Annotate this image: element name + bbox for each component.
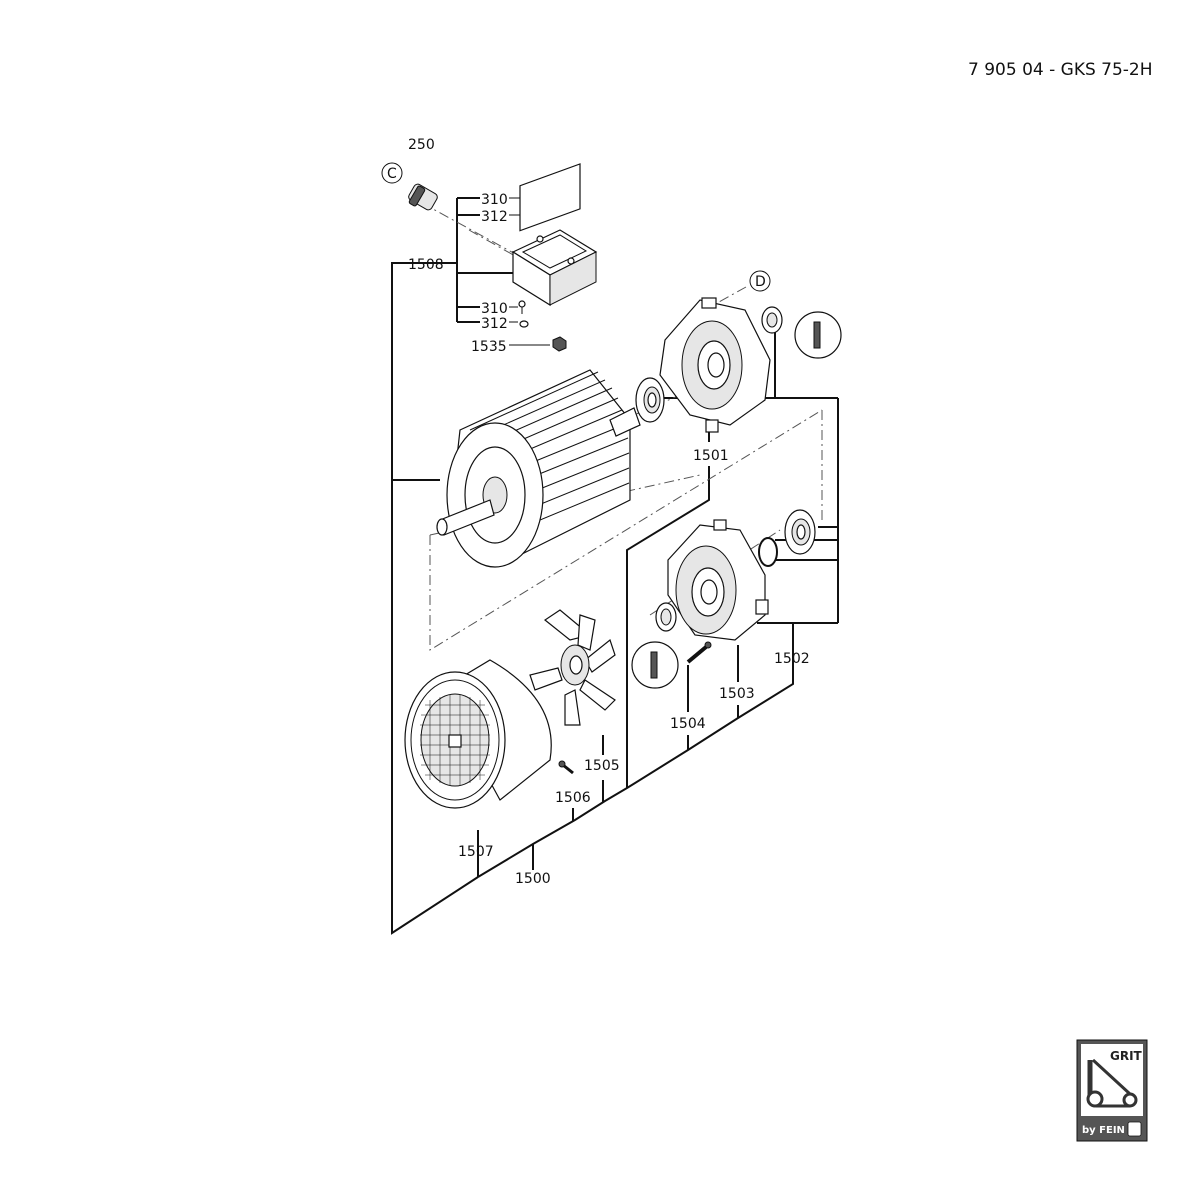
- motor-shaft-rear: [609, 407, 641, 437]
- reference-circle-d: [749, 270, 771, 292]
- motor-shaft-front: [436, 499, 495, 536]
- fein-emblem-icon: [1127, 1121, 1142, 1137]
- callout-1501: 1501: [693, 448, 729, 464]
- callout-ref-d: D: [755, 274, 766, 290]
- callout-312-bottom: 312: [481, 316, 508, 332]
- callout-1500: 1500: [515, 871, 551, 887]
- terminal-box-part-1508: [511, 229, 598, 307]
- motor-stator-body: [446, 163, 631, 568]
- document-id: 7 905 04 - GKS 75-2H: [968, 60, 1153, 80]
- seal-detail-bottom: [631, 641, 679, 689]
- fan-cover-part-1507: [404, 659, 552, 809]
- washer-part-312-bottom: [519, 320, 529, 328]
- seal-ring-d-side: [761, 306, 783, 334]
- callout-1503: 1503: [719, 686, 755, 702]
- callout-1507: 1507: [458, 844, 494, 860]
- screw-part-310-bottom: [518, 300, 526, 314]
- callout-1502: 1502: [774, 651, 810, 667]
- nut-part-1535: [552, 336, 567, 352]
- callout-310-top: 310: [481, 192, 508, 208]
- callout-labels: 250 C 310 312 1508 D 310 312 1535 1501 1…: [381, 137, 810, 887]
- screw-part-1506: [558, 760, 574, 775]
- end-shield-part-1501: [659, 297, 771, 433]
- bearing-front: [784, 509, 816, 555]
- callout-1505: 1505: [584, 758, 620, 774]
- bearing-rear: [635, 377, 665, 423]
- callout-1506: 1506: [555, 790, 591, 806]
- cable-gland-part-250: [408, 183, 438, 211]
- end-shield-part-1502: [667, 519, 769, 641]
- callout-312-top: 312: [481, 209, 508, 225]
- callout-310-bottom: 310: [481, 301, 508, 317]
- callout-1504: 1504: [670, 716, 706, 732]
- belt-grinder-icon: [1086, 1058, 1138, 1108]
- screw-part-1504: [686, 641, 712, 664]
- reference-circle-c: [381, 162, 403, 184]
- seal-ring-front: [655, 602, 677, 632]
- fan-part-1505: [529, 609, 616, 726]
- callout-250: 250: [408, 137, 435, 153]
- seal-detail-top: [794, 311, 842, 359]
- grit-by-fein-logo: GRIT by FEIN: [1076, 1039, 1148, 1142]
- logo-tagline-text: by FEIN: [1082, 1125, 1125, 1136]
- callout-1508: 1508: [408, 257, 444, 273]
- logo-brand-text: GRIT: [1110, 1049, 1143, 1063]
- callout-ref-c: C: [387, 166, 397, 182]
- circlip-front: [758, 537, 778, 567]
- callout-1535: 1535: [471, 339, 507, 355]
